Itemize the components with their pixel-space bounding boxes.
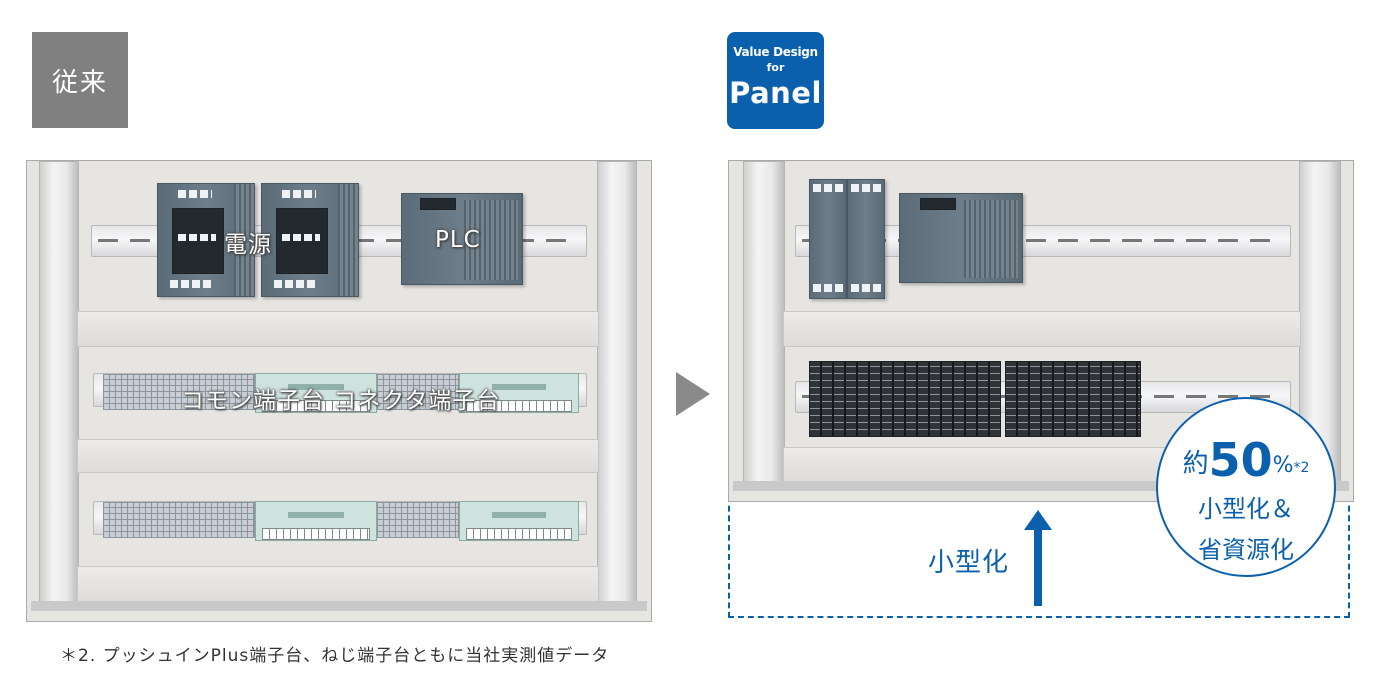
duct-1 (77, 311, 599, 347)
compact-power-supply-2 (847, 179, 885, 299)
left-post-vd (743, 161, 785, 489)
callout-line-2: 小型化＆ (1198, 495, 1294, 523)
connector-terminal-2 (459, 373, 579, 413)
up-arrow-icon (1024, 510, 1052, 606)
callout-unit: % (1272, 453, 1294, 478)
callout-line-3: 省資源化 (1198, 536, 1294, 564)
conventional-label: 従来 (32, 32, 128, 128)
downsize-label: 小型化 (928, 548, 1010, 578)
value-design-badge: Value Design for Panel (727, 32, 824, 129)
common-terminal-block-4 (377, 502, 459, 538)
footnote: ＊2. プッシュインPlus端子台、ねじ端子台ともに当社実測値データ (60, 646, 610, 666)
power-supply-2 (261, 183, 359, 297)
plc-unit (401, 193, 523, 285)
duct-3 (77, 566, 599, 604)
duct-2 (77, 439, 599, 473)
connector-terminal-3 (255, 501, 377, 541)
callout-line-1: 約50%*2 (1158, 433, 1334, 487)
power-supply-label: 電源 (224, 232, 272, 258)
compact-power-supply-1 (809, 179, 847, 299)
common-terminal-block-3 (103, 502, 255, 538)
terminal-block-label: コモン端子台 コネクタ端子台 (181, 388, 501, 414)
connector-terminal-1 (255, 373, 377, 413)
power-supply-1 (157, 183, 255, 297)
badge-line-2: for (766, 61, 785, 74)
callout-note-ref: *2 (1293, 460, 1310, 476)
right-triangle-arrow-icon (676, 372, 710, 416)
badge-line-3: Panel (729, 76, 822, 110)
callout-prefix: 約 (1182, 449, 1209, 479)
push-in-terminal-block-1 (809, 361, 1001, 437)
conventional-panel: 電源 PLC コモン端子台 コネクタ端子台 (26, 160, 652, 622)
right-post (597, 161, 637, 609)
common-terminal-block-1 (103, 374, 255, 410)
duct-vd-1 (783, 311, 1301, 347)
push-in-terminal-block-2 (1005, 361, 1141, 437)
badge-line-1: Value Design (733, 45, 818, 59)
original-size-outline (728, 496, 1350, 618)
callout-number: 50 (1208, 433, 1273, 487)
left-post (39, 161, 79, 609)
reduction-callout: 約50%*2 小型化＆ 省資源化 (1156, 397, 1336, 577)
connector-terminal-4 (459, 501, 579, 541)
plc-label: PLC (435, 227, 481, 253)
common-terminal-block-2 (377, 374, 459, 410)
compact-plc-unit (899, 193, 1023, 283)
